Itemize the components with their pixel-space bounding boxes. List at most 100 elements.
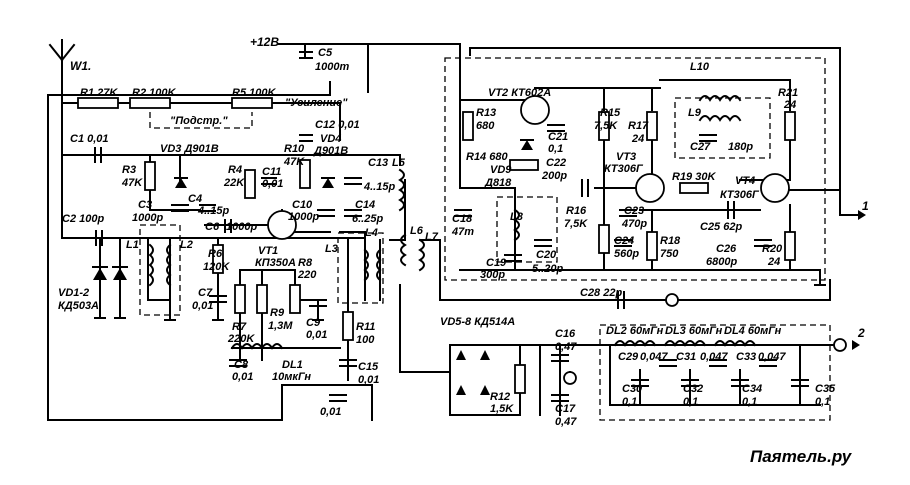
transistors xyxy=(267,95,790,240)
c6-plates xyxy=(224,219,232,233)
label-c21: C21 xyxy=(548,131,568,143)
label-c22-value: 200p xyxy=(541,170,567,182)
c4-plates xyxy=(199,204,216,212)
label-dl1: DL1 xyxy=(282,359,303,371)
label-r11-value: 100 xyxy=(356,334,375,346)
label-vt1-type: КП350А xyxy=(255,257,296,269)
c32-plates xyxy=(681,379,699,387)
l3-coil xyxy=(363,248,369,282)
vd4-diode xyxy=(322,178,334,188)
label-dl3: DL3 60мГн xyxy=(665,325,723,337)
r16-body xyxy=(598,224,610,254)
c18-plates xyxy=(454,209,472,217)
c24-plates xyxy=(614,239,632,247)
output-arrow-icon xyxy=(852,340,860,350)
c9-plates xyxy=(309,299,327,307)
r12-body xyxy=(514,364,526,394)
c22-plates xyxy=(581,179,589,197)
label-vd9: VD9 xyxy=(490,164,512,176)
output-connector-icon xyxy=(833,338,847,352)
r8-body xyxy=(289,284,301,314)
r3-body xyxy=(144,161,156,191)
c16-plates xyxy=(551,354,569,362)
r4-body xyxy=(244,169,256,199)
label-c16-value: 0,47 xyxy=(555,341,577,353)
label-l1: L1 xyxy=(126,239,139,251)
c7-plates xyxy=(209,295,227,303)
r14-body xyxy=(509,159,539,171)
vd9-diode xyxy=(521,140,533,150)
c17-plates xyxy=(551,394,569,402)
label-r2: R2 100K xyxy=(132,87,176,99)
label-c20: C20 xyxy=(536,249,557,261)
c10-plates xyxy=(317,209,335,217)
dl1-coil xyxy=(230,343,284,350)
r10-body xyxy=(299,159,311,189)
label-vt3-type: КТ306Г xyxy=(604,163,644,175)
label-r7-value: 220K xyxy=(227,333,255,345)
vt2-body xyxy=(520,95,550,125)
label-r20: R20 xyxy=(762,243,783,255)
label-c20-value: 5..20p xyxy=(532,263,563,275)
label-r4-value: 22K xyxy=(223,177,245,189)
label-l4: L4 xyxy=(365,227,378,239)
vd6-diode xyxy=(480,350,490,360)
l6-coil xyxy=(400,233,407,267)
label-c24: C24 xyxy=(614,235,634,247)
label-c13-value: 4..15p xyxy=(363,181,395,193)
c27-plates xyxy=(699,134,717,142)
label-l3: L3 xyxy=(325,243,338,255)
label-c17: C17 xyxy=(555,403,576,415)
label-c9-value: 0,01 xyxy=(306,329,327,341)
label-c32-value: 0,1 xyxy=(683,396,698,408)
r21-body xyxy=(784,111,796,141)
label-l6: L6 xyxy=(410,225,424,237)
label-c27-value: 180p xyxy=(728,141,753,153)
c26-plates xyxy=(754,239,772,247)
label-r9-value: 1,3M xyxy=(268,320,293,332)
c21-plates xyxy=(547,124,565,132)
label-c3: C3 xyxy=(138,199,152,211)
r13-body xyxy=(462,111,474,141)
label-c11: C11 xyxy=(262,166,281,178)
vt4-body xyxy=(760,173,790,203)
label-c30-value: 0,1 xyxy=(622,396,637,408)
label-c34: C34 xyxy=(742,383,762,395)
label-c1: C1 0,01 xyxy=(70,133,109,145)
label-c3-value: 1000p xyxy=(132,212,163,224)
label-r21: R21 xyxy=(778,87,798,99)
l9-coil xyxy=(698,115,742,122)
c2-plates xyxy=(95,230,103,246)
label-c32: C32 xyxy=(683,383,703,395)
l7-coil xyxy=(418,238,425,272)
label-c21-value: 0,1 xyxy=(548,143,563,155)
label-c31-value: 0,047 xyxy=(700,351,728,363)
vt3-body xyxy=(635,173,665,203)
label-vd12: VD1-2 xyxy=(58,287,89,299)
label-r6-value: 120K xyxy=(203,261,230,273)
label-c23: C23 xyxy=(624,205,644,217)
label-c9: C9 xyxy=(306,317,321,329)
label-c4-value: 4..15p xyxy=(197,205,229,217)
label-c31: C31 xyxy=(676,351,696,363)
label-r19: R19 30K xyxy=(672,171,716,183)
dl4-coil xyxy=(713,340,757,347)
label-r12: R12 xyxy=(490,391,510,403)
label-dl1-value: 10мкГн xyxy=(272,371,311,383)
label-l10: L10 xyxy=(690,61,710,73)
label-r8: R8 xyxy=(298,257,313,269)
label-vd12-type: КД503А xyxy=(58,300,99,312)
c1-plates xyxy=(94,147,102,163)
label-c19-value: 300p xyxy=(480,269,505,281)
label-vt4-type: КТ306Г xyxy=(720,189,760,201)
vd2-diode xyxy=(113,268,127,280)
label-podstr: "Подстр." xyxy=(170,115,228,127)
label-r5-name: "Усиление" xyxy=(285,97,348,109)
label-c34-value: 0,1 xyxy=(742,396,757,408)
r9-body xyxy=(256,284,268,314)
output-2-label: 2 xyxy=(857,326,865,340)
c19-plates xyxy=(504,254,522,262)
c28-plates xyxy=(617,291,625,309)
label-c18-value: 47m xyxy=(451,226,474,238)
label-c8: C8 xyxy=(234,359,249,371)
